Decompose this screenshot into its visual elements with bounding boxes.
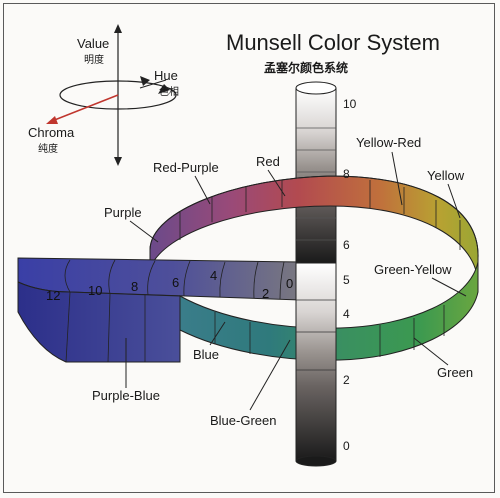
axis-legend: Value 明度 Hue 色相 Chroma 纯度 (28, 24, 179, 166)
diagram-title: Munsell Color System (226, 30, 440, 55)
value-scale: 0 2 4 5 6 8 10 (343, 97, 357, 453)
hue-ring-front (179, 261, 479, 361)
value-up-arrow-icon (114, 24, 122, 33)
chroma-tick-4: 4 (210, 268, 217, 283)
hue-axis-label: Hue (154, 68, 178, 83)
value-down-arrow-icon (114, 157, 122, 166)
hue-label-purple-blue: Purple-Blue (92, 388, 160, 403)
chroma-slab (17, 257, 301, 363)
value-tick-8: 8 (343, 167, 350, 181)
value-tick-6: 6 (343, 238, 350, 252)
hue-label-blue-green: Blue-Green (210, 413, 276, 428)
chroma-tick-2: 2 (262, 286, 269, 301)
hue-label-green: Green (437, 365, 473, 380)
value-pole-lower (295, 262, 337, 467)
hue-labels: Red-Purple Red Yellow-Red Yellow Purple … (92, 135, 473, 428)
chroma-tick-8: 8 (131, 279, 138, 294)
chroma-axis-label: Chroma (28, 125, 75, 140)
hue-label-red-purple: Red-Purple (153, 160, 219, 175)
chroma-tick-0: 0 (286, 276, 293, 291)
value-tick-0: 0 (343, 439, 350, 453)
border-frame (3, 3, 495, 493)
chroma-axis-cn: 纯度 (38, 142, 58, 155)
value-tick-4: 4 (343, 307, 350, 321)
hue-label-yellow: Yellow (427, 168, 465, 183)
value-pole-upper (295, 81, 337, 264)
diagram-subtitle: 孟塞尔颜色系统 (264, 60, 348, 75)
chroma-tick-12: 12 (46, 288, 60, 303)
hue-orbit (59, 80, 177, 110)
chroma-tick-10: 10 (88, 283, 102, 298)
chroma-scale: 12 10 8 6 4 2 0 (46, 268, 293, 303)
value-tick-10: 10 (343, 97, 357, 111)
hue-axis-cn: 色相 (159, 85, 179, 98)
hue-label-blue: Blue (193, 347, 219, 362)
value-tick-5: 5 (343, 273, 350, 287)
value-axis-cn: 明度 (84, 53, 104, 66)
value-tick-2: 2 (343, 373, 350, 387)
hue-label-green-yellow: Green-Yellow (374, 262, 452, 277)
chroma-arrow-icon (46, 116, 58, 124)
hue-label-yellow-red: Yellow-Red (356, 135, 421, 150)
hue-arrow-icon (140, 76, 150, 86)
hue-label-purple: Purple (104, 205, 142, 220)
value-axis-label: Value (77, 36, 109, 51)
hue-label-red: Red (256, 154, 280, 169)
hue-pointer-icon (158, 84, 170, 94)
chroma-tick-6: 6 (172, 275, 179, 290)
